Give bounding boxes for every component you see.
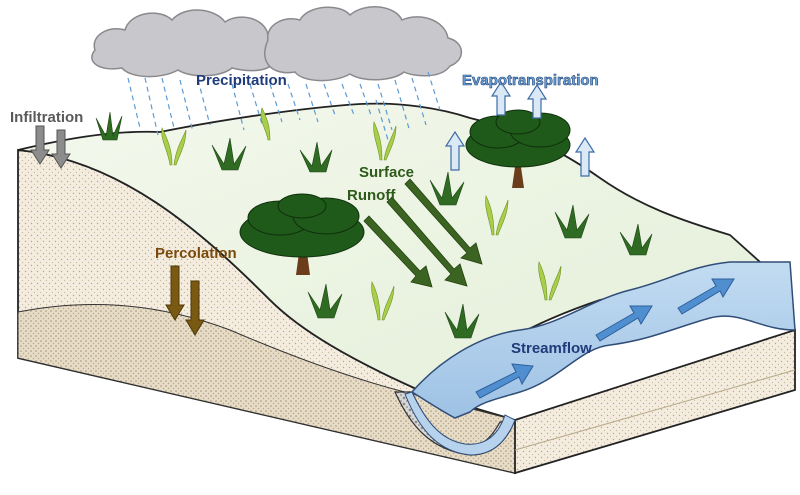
surface-runoff-arrows — [363, 178, 483, 288]
stream-arrow — [677, 278, 735, 315]
runoff-arrow — [404, 178, 483, 265]
precipitation-label: Precipitation — [196, 72, 287, 89]
young-plant — [495, 199, 509, 236]
tree-right — [465, 109, 571, 188]
young-plant — [548, 265, 562, 301]
infiltration-arrow — [51, 129, 71, 169]
young-plants — [161, 107, 562, 321]
evapotranspiration-label: Evapotranspiration — [462, 72, 599, 90]
evap-arrow — [574, 136, 596, 177]
soil-block-side-face — [514, 328, 796, 475]
percolation-label: Percolation — [155, 245, 237, 262]
percolation-arrow — [185, 280, 205, 336]
evapotranspiration-arrows — [444, 80, 596, 177]
young-plant — [373, 120, 383, 161]
tree-left — [239, 193, 365, 275]
surface-runoff-label-line2: Runoff — [347, 187, 396, 204]
infiltration-arrow — [30, 125, 50, 165]
young-plant — [260, 107, 271, 141]
young-plant — [371, 281, 381, 321]
stream-arrow — [595, 305, 653, 342]
young-plant — [173, 129, 187, 166]
grass-tuft — [307, 283, 343, 319]
young-plant — [538, 261, 548, 301]
evap-arrow — [490, 80, 512, 116]
cloud-left — [91, 9, 285, 78]
stream-arrow — [475, 363, 534, 399]
cloud-right — [263, 6, 463, 82]
grass-tuft — [619, 223, 653, 256]
streamflow-label: Streamflow — [511, 340, 592, 357]
infiltration-label: Infiltration — [10, 109, 84, 126]
percolation-arrows — [165, 265, 205, 336]
grass-tuft — [299, 141, 333, 173]
runoff-arrow — [386, 196, 468, 287]
young-plant — [161, 127, 173, 166]
young-plant — [485, 195, 495, 236]
grass-tuft — [554, 204, 590, 239]
evap-arrow — [526, 83, 548, 119]
grass-tuft — [95, 111, 123, 141]
young-plant — [381, 285, 395, 321]
grass-tuft — [429, 171, 465, 206]
grass-tuft — [444, 303, 480, 339]
streamflow-arrows — [475, 278, 735, 399]
grass-tuft — [211, 137, 247, 171]
evap-arrow — [444, 130, 466, 171]
grass-tufts — [95, 111, 653, 339]
rain — [127, 71, 441, 141]
surface-runoff-label-line1: Surface — [359, 164, 415, 181]
infiltration-arrows — [30, 125, 71, 169]
bedrock-layer — [17, 304, 516, 474]
percolation-arrow — [165, 265, 185, 321]
stream-channel-cross-section — [404, 391, 516, 456]
runoff-arrow — [363, 215, 433, 288]
young-plant — [383, 125, 397, 161]
